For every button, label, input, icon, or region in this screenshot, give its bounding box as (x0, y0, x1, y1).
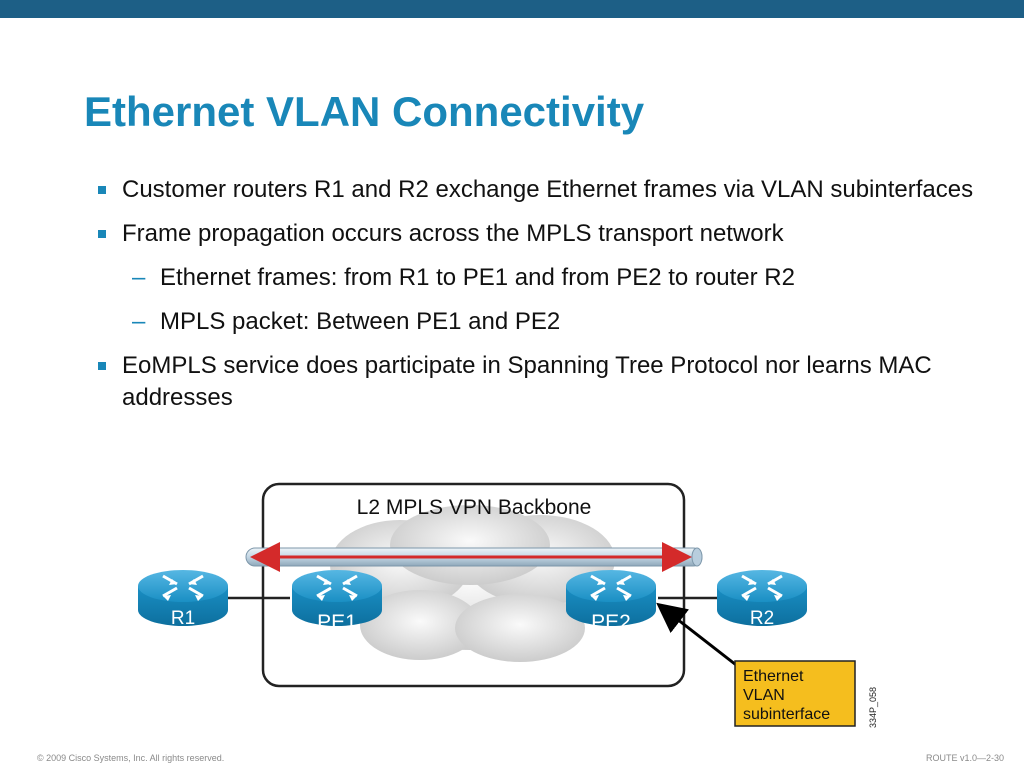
sub-bullet-text: Ethernet frames: from R1 to PE1 and from… (160, 264, 795, 291)
sub-bullet-text: MPLS packet: Between PE1 and PE2 (160, 308, 561, 335)
slide-title: Ethernet VLAN Connectivity (84, 88, 645, 135)
callout-line: Ethernet (743, 668, 804, 685)
sub-bullet-item: – Ethernet frames: from R1 to PE1 and fr… (96, 262, 976, 294)
bullet-marker-icon (98, 186, 106, 194)
router-r2-icon: R2 (715, 568, 809, 629)
backbone-label: L2 MPLS VPN Backbone (357, 496, 592, 519)
router-r1-icon: R1 (136, 568, 230, 629)
bullet-item: Customer routers R1 and R2 exchange Ethe… (96, 174, 976, 206)
router-pe2-label: PE2 (591, 611, 631, 634)
router-pe1-label: PE1 (317, 611, 357, 634)
bullet-text: Customer routers R1 and R2 exchange Ethe… (122, 176, 974, 203)
sub-bullet-item: – MPLS packet: Between PE1 and PE2 (96, 306, 976, 338)
callout-pointer (656, 602, 741, 670)
callout-line: VLAN (743, 687, 785, 704)
bullet-text: Frame propagation occurs across the MPLS… (122, 220, 784, 247)
dash-marker: – (132, 264, 146, 291)
router-pe1-icon: PE1 (290, 568, 384, 634)
bullet-marker-icon (98, 230, 106, 238)
callout-box (734, 660, 856, 727)
router-pe2-icon: PE2 (564, 568, 658, 634)
bullet-list: Customer routers R1 and R2 exchange Ethe… (96, 174, 976, 426)
figure-id: 334P_058 (868, 687, 878, 728)
top-bar (0, 0, 1024, 18)
pseudowire-tunnel (245, 542, 703, 572)
router-r1-label: R1 (171, 608, 195, 629)
backbone-box (261, 482, 686, 688)
bullet-marker-icon (98, 362, 106, 370)
copyright-footer: © 2009 Cisco Systems, Inc. All rights re… (37, 753, 225, 763)
bullet-text: EoMPLS service does participate in Spann… (122, 352, 932, 411)
callout-line: subinterface (743, 706, 830, 723)
bullet-item: EoMPLS service does participate in Spann… (96, 350, 976, 414)
bullet-item: Frame propagation occurs across the MPLS… (96, 218, 976, 250)
router-r2-label: R2 (750, 608, 774, 629)
callout-text: Ethernet VLAN subinterface (743, 668, 830, 723)
course-footer: ROUTE v1.0—2-30 (925, 753, 1004, 763)
dash-marker: – (132, 308, 146, 335)
network-diagram: L2 MPLS VPN Backbone R1 PE1 PE2 R2 Ether… (136, 482, 878, 728)
